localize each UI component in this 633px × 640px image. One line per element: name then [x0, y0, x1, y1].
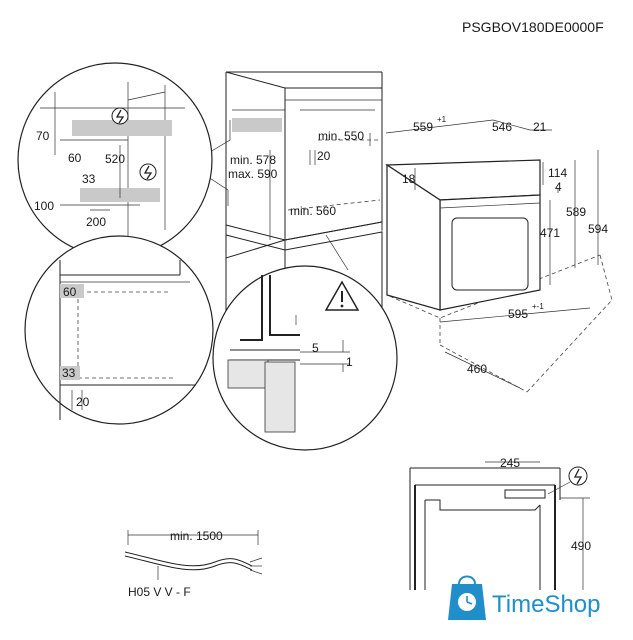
side-section-drawing: 245 490 — [409, 456, 591, 590]
zoom-bottom: 5 1 — [212, 265, 398, 451]
warning-triangle-icon — [324, 280, 360, 311]
dim-20: 20 — [317, 149, 331, 163]
dim-1: 1 — [346, 355, 353, 369]
dim-min-560: min. 560 — [290, 204, 336, 218]
zoom-mid-left: 60 33 20 — [24, 235, 214, 425]
dim-min-550: min. 550 — [318, 129, 364, 143]
electrical-warning-icon — [547, 466, 588, 495]
dim-559-tolerance: +1 — [437, 115, 447, 124]
dim-33-side: 33 — [62, 366, 76, 380]
dim-245: 245 — [500, 456, 520, 470]
zoom-top-left: 70 60 520 33 100 200 — [17, 62, 213, 258]
dim-18: 18 — [402, 172, 416, 186]
dim-546: 546 — [492, 120, 512, 134]
dim-70: 70 — [36, 129, 50, 143]
cable-drawing: min. 1500 H05 V V - F — [124, 529, 263, 599]
dim-4: 4 — [555, 180, 562, 194]
dim-21: 21 — [533, 120, 547, 134]
dim-20-side: 20 — [76, 395, 90, 409]
electrical-warning-icon — [139, 163, 157, 181]
dim-5: 5 — [312, 341, 319, 355]
dim-490: 490 — [571, 539, 591, 553]
dim-60: 60 — [68, 151, 82, 165]
cable-type-label: H05 V V - F — [128, 585, 191, 599]
dim-559: 559 — [413, 120, 433, 134]
dim-595: 595 — [508, 307, 528, 321]
cable-length-label: min. 1500 — [170, 529, 223, 543]
clock-icon — [458, 593, 476, 611]
cabinet-drawing: min. 550 20 min. 578 max. 590 min. 560 — [204, 71, 383, 330]
dim-589: 589 — [566, 205, 586, 219]
dim-594: 594 — [588, 222, 608, 236]
dim-595-tolerance: +-1 — [532, 302, 544, 311]
dim-520: 520 — [105, 152, 125, 166]
dim-min-578: min. 578 — [230, 153, 276, 167]
dim-100: 100 — [34, 199, 54, 213]
dim-114: 114 — [548, 166, 567, 180]
dim-200: 200 — [86, 215, 106, 229]
dim-471: 471 — [540, 226, 560, 240]
oven-drawing: 559 +1 546 21 18 114 4 589 594 471 595 +… — [385, 115, 613, 393]
dim-60-side: 60 — [63, 285, 77, 299]
document-code: PSGBOV180DE0000F — [462, 19, 604, 35]
dim-33: 33 — [82, 172, 96, 186]
brand-name: TimeShop — [492, 591, 601, 618]
dim-max-590: max. 590 — [228, 167, 278, 181]
dim-460: 460 — [467, 362, 487, 376]
electrical-warning-icon — [111, 107, 129, 125]
timeshop-watermark: TimeShop — [448, 575, 601, 620]
